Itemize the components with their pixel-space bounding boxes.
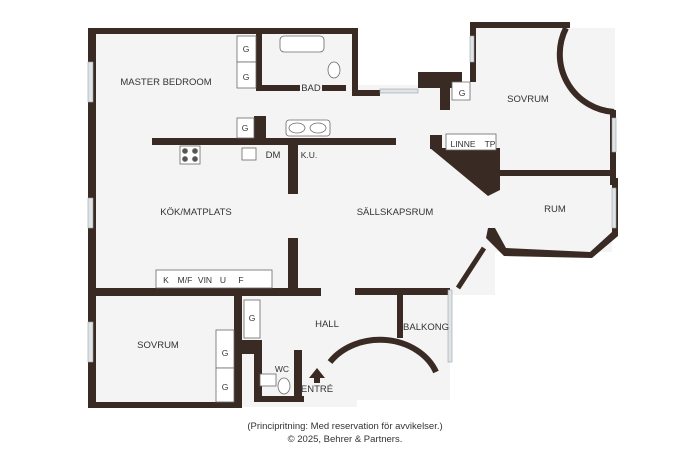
toilet [327, 61, 341, 79]
sink [241, 147, 257, 161]
wc-toilet [277, 377, 291, 395]
room-kok: KÖK/MATPLATS [160, 207, 231, 218]
closet-f-label: F [238, 275, 243, 285]
windows [87, 35, 617, 363]
entrance-arrow-stem [314, 377, 320, 383]
closet-g-label: G [249, 313, 256, 323]
cooktop [179, 145, 201, 165]
room-sallskapsrum: SÄLLSKAPSRUM [357, 207, 434, 218]
room-tp: TP [485, 139, 496, 149]
room-rum: RUM [544, 204, 566, 215]
closet-vin-label: VIN [198, 275, 212, 285]
entre-curve-wall [327, 336, 439, 374]
bathtub [279, 35, 325, 53]
room-bad: BAD [301, 83, 321, 94]
room-sovrum-top: SOVRUM [507, 94, 549, 105]
closet-mf-label: M/F [178, 275, 193, 285]
closet-g-label: G [459, 88, 466, 98]
room-wc: WC [275, 364, 289, 374]
closet-k-label: K [163, 275, 169, 285]
walls [88, 22, 618, 408]
closet-u-label: U [220, 275, 226, 285]
room-linne: LINNE [450, 139, 475, 149]
closet-g-label: G [243, 44, 250, 54]
room-sovrum-bottom: SOVRUM [137, 340, 179, 351]
room-dm: DM [266, 150, 281, 161]
entrance-arrow-icon [309, 368, 325, 378]
disclaimer-text: (Principritning: Med reservation för avv… [247, 421, 443, 432]
copyright-text: © 2025, Behrer & Partners. [287, 434, 403, 445]
fixtures [155, 35, 497, 403]
closet-g-label: G [222, 348, 229, 358]
rum-curve-wall [455, 246, 487, 290]
closet-g-label: G [243, 72, 250, 82]
closet-g-label: G [242, 123, 249, 133]
room-entre: ENTRÉ [301, 384, 333, 395]
room-master-bedroom: MASTER BEDROOM [120, 77, 211, 88]
room-hall: HALL [315, 319, 339, 330]
room-balkong: BALKONG [403, 322, 449, 333]
sovrum-curve-wall [556, 26, 615, 115]
room-ku: K.U. [301, 150, 318, 160]
closet-g-label: G [222, 382, 229, 392]
wc-sink [259, 373, 277, 387]
